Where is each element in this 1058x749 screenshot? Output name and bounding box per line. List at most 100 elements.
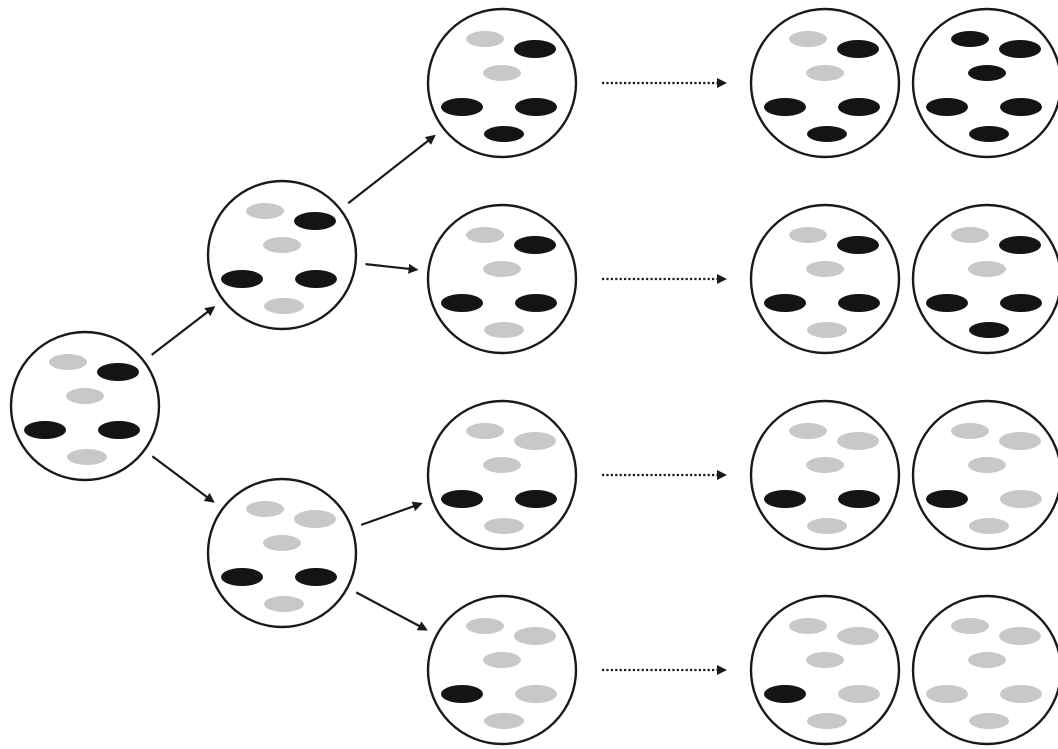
light-organelle — [968, 457, 1006, 473]
dark-organelle — [764, 98, 806, 116]
cell-final-row4-b — [911, 594, 1058, 746]
cell-final-row4-a — [749, 594, 901, 746]
dark-organelle — [294, 212, 336, 230]
light-organelle — [263, 237, 301, 253]
dark-organelle — [295, 270, 337, 288]
dark-organelle — [514, 40, 556, 58]
light-organelle — [969, 518, 1009, 534]
light-organelle — [968, 261, 1006, 277]
light-organelle — [999, 627, 1041, 645]
arrow-root-to-gen1-lower — [151, 455, 215, 503]
dark-organelle — [441, 685, 483, 703]
light-organelle — [263, 535, 301, 551]
light-organelle — [483, 261, 521, 277]
light-organelle — [789, 227, 827, 243]
light-organelle — [806, 65, 844, 81]
dark-organelle — [999, 40, 1041, 58]
cell-final-row1-b — [911, 7, 1058, 159]
dark-organelle — [807, 126, 847, 142]
light-organelle — [789, 423, 827, 439]
light-organelle — [514, 432, 556, 450]
light-organelle — [806, 652, 844, 668]
light-organelle — [999, 432, 1041, 450]
light-organelle — [484, 518, 524, 534]
light-organelle — [514, 627, 556, 645]
light-organelle — [807, 518, 847, 534]
light-organelle — [246, 501, 284, 517]
dark-organelle — [441, 490, 483, 508]
cell-gen1-upper — [206, 179, 358, 331]
dark-organelle — [764, 685, 806, 703]
arrow-root-to-gen1-upper — [151, 306, 216, 356]
light-organelle — [968, 652, 1006, 668]
arrow-gen1-upper-to-gen2-row2 — [365, 263, 419, 274]
cell-final-row2-a — [749, 203, 901, 355]
dark-organelle — [1000, 294, 1042, 312]
dark-organelle — [926, 490, 968, 508]
dark-organelle — [764, 294, 806, 312]
cell-gen2-row2 — [426, 203, 578, 355]
light-organelle — [466, 423, 504, 439]
cell-gen2-row1 — [426, 7, 578, 159]
light-organelle — [951, 227, 989, 243]
dark-organelle — [969, 322, 1009, 338]
light-organelle — [484, 713, 524, 729]
arrow-gen1-upper-to-gen2-row1 — [347, 134, 436, 205]
dark-organelle — [514, 236, 556, 254]
light-organelle — [483, 65, 521, 81]
dark-organelle — [1000, 98, 1042, 116]
cells-layer — [9, 7, 1058, 746]
cell-final-row3-b — [911, 399, 1058, 551]
light-organelle — [806, 261, 844, 277]
light-organelle — [294, 510, 336, 528]
cell-gen2-row4 — [426, 594, 578, 746]
cell-gen2-row3 — [426, 399, 578, 551]
light-organelle — [67, 449, 107, 465]
dark-organelle — [838, 294, 880, 312]
light-organelle — [807, 322, 847, 338]
light-organelle — [951, 423, 989, 439]
light-organelle — [466, 618, 504, 634]
dark-organelle — [97, 363, 139, 381]
light-organelle — [1000, 490, 1042, 508]
dark-organelle — [221, 568, 263, 586]
light-organelle — [1000, 685, 1042, 703]
cell-final-row2-b — [911, 203, 1058, 355]
light-organelle — [466, 31, 504, 47]
dark-organelle — [837, 40, 879, 58]
cell-final-row1-a — [749, 7, 901, 159]
dark-organelle — [926, 98, 968, 116]
dark-organelle — [221, 270, 263, 288]
dark-organelle — [968, 65, 1006, 81]
light-organelle — [838, 685, 880, 703]
light-organelle — [837, 432, 879, 450]
dark-organelle — [295, 568, 337, 586]
light-organelle — [969, 713, 1009, 729]
light-organelle — [264, 298, 304, 314]
dark-organelle — [515, 294, 557, 312]
light-organelle — [483, 652, 521, 668]
light-organelle — [806, 457, 844, 473]
cell-gen1-lower — [206, 477, 358, 629]
light-organelle — [807, 713, 847, 729]
dark-organelle — [999, 236, 1041, 254]
light-organelle — [49, 354, 87, 370]
dark-organelle — [926, 294, 968, 312]
dark-organelle — [441, 294, 483, 312]
dark-organelle — [837, 236, 879, 254]
dark-organelle — [515, 490, 557, 508]
light-organelle — [515, 685, 557, 703]
dark-organelle — [24, 421, 66, 439]
light-organelle — [264, 596, 304, 612]
light-organelle — [246, 203, 284, 219]
light-organelle — [483, 457, 521, 473]
dark-organelle — [764, 490, 806, 508]
light-organelle — [466, 227, 504, 243]
dark-organelle — [838, 98, 880, 116]
dark-organelle — [969, 126, 1009, 142]
cell-final-row3-a — [749, 399, 901, 551]
light-organelle — [926, 685, 968, 703]
dark-organelle — [441, 98, 483, 116]
light-organelle — [789, 31, 827, 47]
